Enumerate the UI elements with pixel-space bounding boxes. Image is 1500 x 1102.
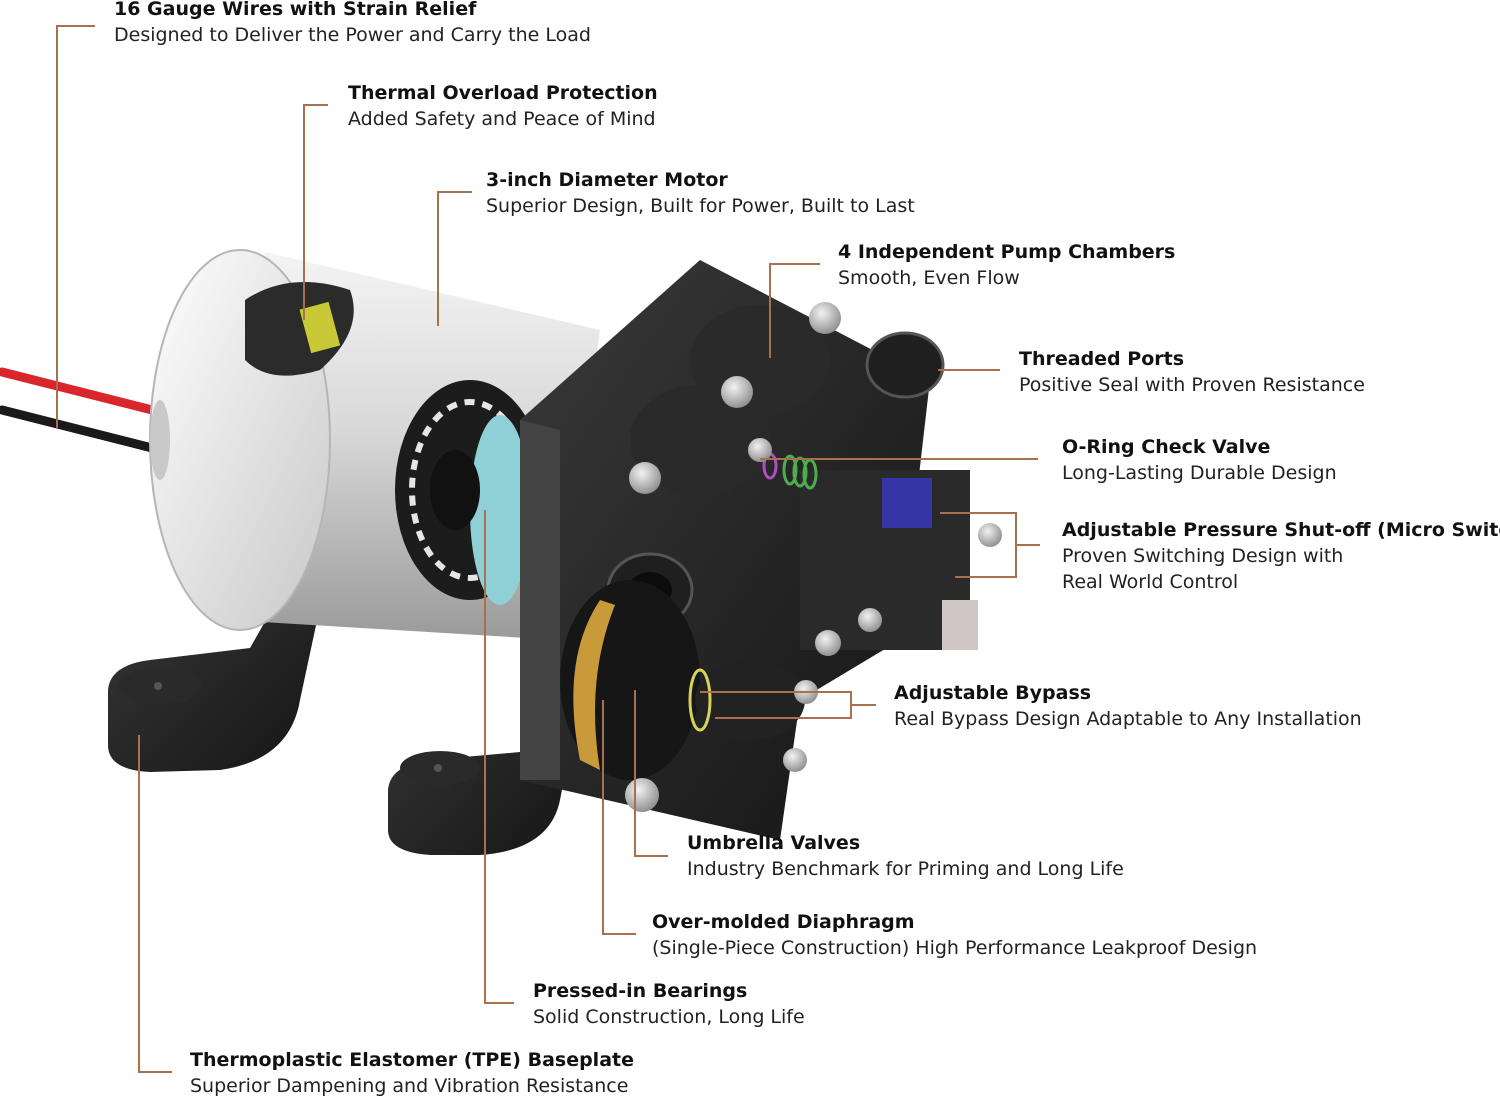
callout-chambers: 4 Independent Pump Chambers Smooth, Even… bbox=[838, 239, 1175, 291]
callout-desc: Industry Benchmark for Priming and Long … bbox=[687, 858, 1124, 880]
callout-baseplate: Thermoplastic Elastomer (TPE) Baseplate … bbox=[190, 1047, 634, 1099]
callout-title: 16 Gauge Wires with Strain Relief bbox=[114, 0, 477, 20]
callout-switch: Adjustable Pressure Shut-off (Micro Swit… bbox=[1062, 517, 1500, 595]
callout-desc: (Single-Piece Construction) High Perform… bbox=[652, 937, 1258, 959]
callout-umbrella: Umbrella Valves Industry Benchmark for P… bbox=[687, 830, 1124, 882]
callout-ports: Threaded Ports Positive Seal with Proven… bbox=[1019, 346, 1365, 398]
leader-lines bbox=[56, 25, 1040, 1073]
callout-title: 4 Independent Pump Chambers bbox=[838, 241, 1176, 263]
callout-title: Adjustable Bypass bbox=[894, 682, 1092, 704]
callout-desc: Long-Lasting Durable Design bbox=[1062, 462, 1337, 484]
callout-desc: Real Bypass Design Adaptable to Any Inst… bbox=[894, 708, 1362, 730]
callout-title: Umbrella Valves bbox=[687, 832, 861, 854]
callout-desc: Real World Control bbox=[1062, 571, 1239, 593]
pump-head bbox=[520, 260, 1002, 840]
wires bbox=[0, 367, 165, 455]
callout-title: Thermoplastic Elastomer (TPE) Baseplate bbox=[190, 1049, 634, 1071]
callout-title: Pressed-in Bearings bbox=[533, 980, 748, 1002]
callout-title: Thermal Overload Protection bbox=[348, 82, 658, 104]
callout-title: Over-molded Diaphragm bbox=[652, 911, 915, 933]
callout-desc: Proven Switching Design with bbox=[1062, 545, 1344, 567]
callout-title: Threaded Ports bbox=[1019, 348, 1185, 370]
callout-desc: Smooth, Even Flow bbox=[838, 267, 1020, 289]
callout-bearings: Pressed-in Bearings Solid Construction, … bbox=[533, 978, 805, 1030]
callout-desc: Superior Design, Built for Power, Built … bbox=[486, 195, 915, 217]
callout-thermal: Thermal Overload Protection Added Safety… bbox=[348, 80, 658, 132]
callout-desc: Superior Dampening and Vibration Resista… bbox=[190, 1075, 629, 1097]
callout-diaphragm: Over-molded Diaphragm (Single-Piece Cons… bbox=[652, 909, 1257, 961]
callout-title: 3-inch Diameter Motor bbox=[486, 169, 728, 191]
callout-desc: Designed to Deliver the Power and Carry … bbox=[114, 24, 591, 46]
callout-wires: 16 Gauge Wires with Strain Relief Design… bbox=[114, 0, 591, 48]
callout-desc: Positive Seal with Proven Resistance bbox=[1019, 374, 1365, 396]
callout-bypass: Adjustable Bypass Real Bypass Design Ada… bbox=[894, 680, 1362, 732]
callout-desc: Added Safety and Peace of Mind bbox=[348, 108, 656, 130]
callout-desc: Solid Construction, Long Life bbox=[533, 1006, 805, 1028]
callout-motor: 3-inch Diameter Motor Superior Design, B… bbox=[486, 167, 915, 219]
callout-title: Adjustable Pressure Shut-off (Micro Swit… bbox=[1062, 519, 1500, 541]
callout-title: O-Ring Check Valve bbox=[1062, 436, 1271, 458]
callout-oring: O-Ring Check Valve Long-Lasting Durable … bbox=[1062, 434, 1337, 486]
